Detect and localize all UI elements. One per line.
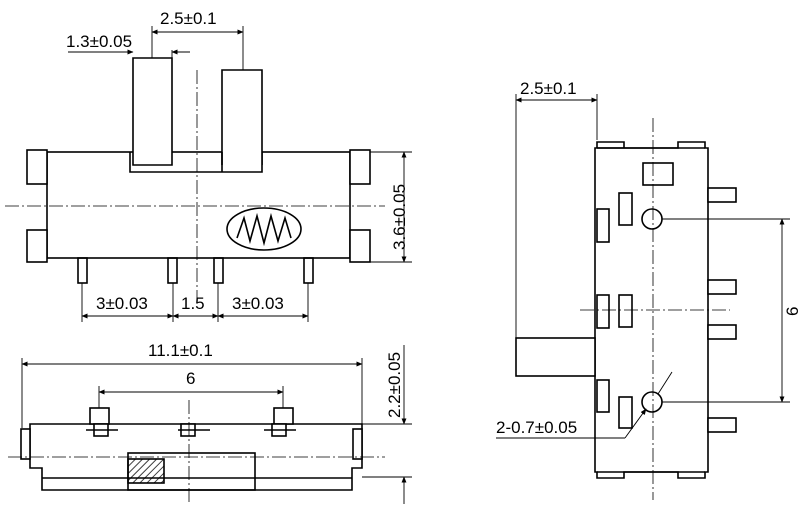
- front-view-terminal-2: [178, 423, 210, 437]
- side-view-hole-top: [641, 208, 663, 230]
- top-view: [5, 57, 385, 300]
- front-view: [8, 400, 385, 504]
- top-view-pin-2: [167, 257, 178, 284]
- dim-outer-pin-spacing: 6: [186, 369, 195, 388]
- dim-top-pin-spacing: 2.5±0.1: [160, 9, 217, 28]
- dim-hole-diameter: 2-0.7±0.05: [496, 418, 577, 437]
- dim-pin-pitch-left: 3±0.03: [96, 294, 148, 313]
- dim-pin-pitch-mid: 1.5: [181, 294, 205, 313]
- top-view-tab-top-right: [349, 149, 371, 185]
- front-view-dimensions: 11.1±0.1 6 2.2±0.05: [21, 341, 412, 504]
- dim-hole-spacing: 6: [783, 307, 802, 316]
- dim-overall-height: 2.2±0.05: [385, 352, 404, 418]
- top-view-logo-oval: [226, 207, 302, 251]
- side-view: [515, 118, 737, 500]
- front-view-slider: [127, 458, 165, 484]
- front-view-terminal-3: [264, 407, 296, 437]
- top-view-tab-bottom-left: [26, 229, 48, 263]
- top-view-tab-top-left: [26, 149, 48, 185]
- side-view-dimensions: 2.5±0.1 6 2-0.7±0.05: [496, 79, 802, 439]
- front-view-terminal-1: [86, 407, 118, 437]
- side-view-actuator: [515, 337, 596, 377]
- top-view-actuator-left: [132, 57, 173, 166]
- top-view-pin-1: [77, 257, 88, 284]
- dim-overall-length: 11.1±0.1: [148, 341, 213, 360]
- top-view-tab-bottom-right: [349, 229, 371, 263]
- spring-icon: [236, 212, 292, 247]
- top-view-pin-3: [213, 257, 224, 284]
- front-view-end-left: [20, 428, 31, 460]
- dim-body-height: 3.6±0.05: [390, 184, 409, 250]
- top-view-dimensions: 2.5±0.1 1.3±0.05 3.6±0.05 3±0.03 1.5 3±0…: [66, 9, 412, 322]
- top-view-body: [46, 151, 351, 259]
- side-view-top-square: [642, 162, 674, 186]
- dim-actuator-width: 1.3±0.05: [66, 32, 132, 51]
- top-view-actuator-right: [221, 69, 263, 165]
- side-view-body: [594, 141, 709, 479]
- front-view-end-right: [352, 428, 363, 460]
- side-view-hole-bottom: [641, 391, 663, 413]
- dim-side-offset: 2.5±0.1: [520, 79, 577, 98]
- dim-pin-pitch-right: 3±0.03: [232, 294, 284, 313]
- top-view-pin-4: [303, 257, 314, 284]
